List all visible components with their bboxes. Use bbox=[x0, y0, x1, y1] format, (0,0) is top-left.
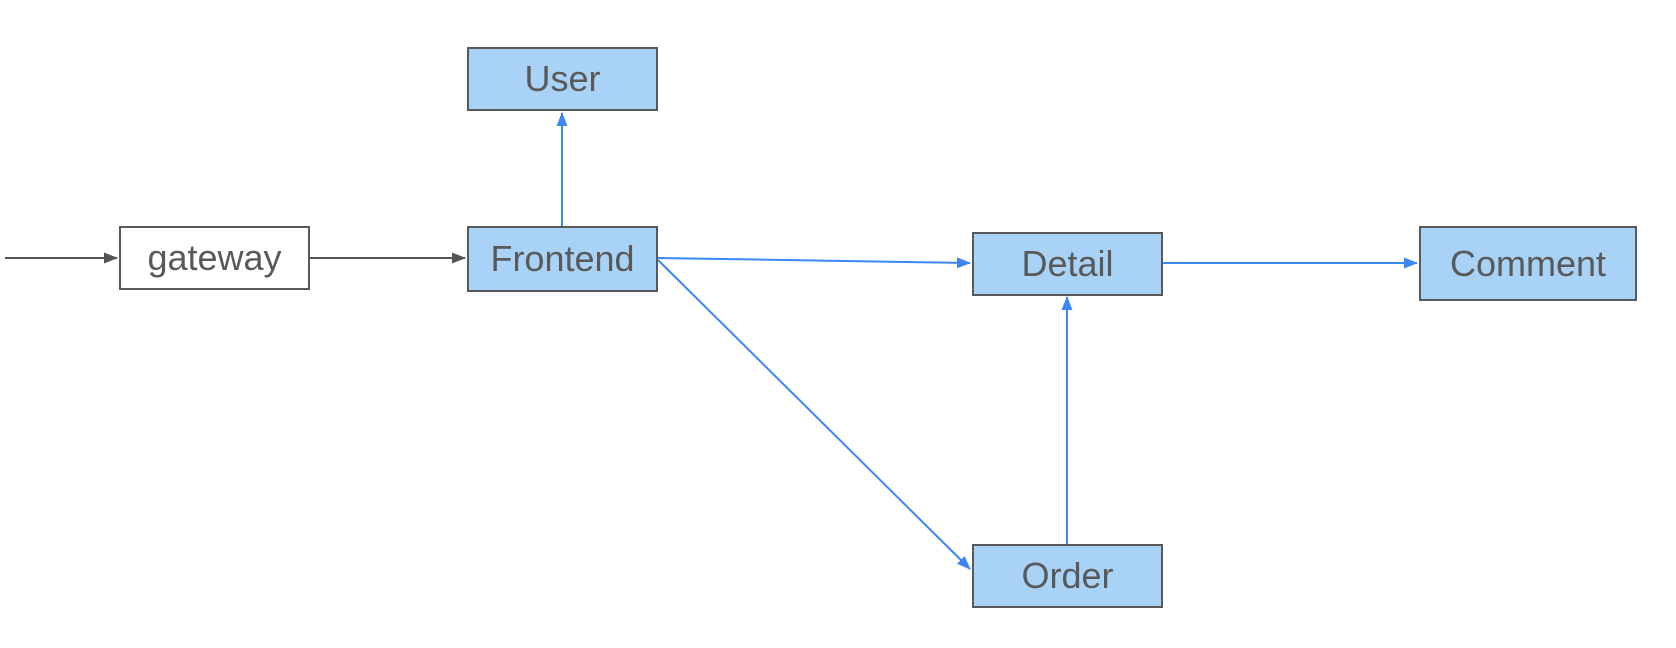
node-order-label: Order bbox=[1021, 555, 1114, 596]
node-detail-label: Detail bbox=[1021, 243, 1114, 284]
node-detail: Detail bbox=[972, 232, 1163, 296]
edge-frontend-to-detail bbox=[657, 257, 971, 269]
node-gateway: gateway bbox=[119, 226, 310, 290]
node-comment: Comment bbox=[1419, 226, 1637, 301]
edge-frontend-to-order bbox=[657, 259, 971, 570]
node-frontend: Frontend bbox=[467, 226, 658, 292]
node-frontend-label: Frontend bbox=[490, 238, 635, 279]
node-user: User bbox=[467, 47, 658, 111]
node-gateway-label: gateway bbox=[147, 237, 282, 278]
node-comment-label: Comment bbox=[1449, 242, 1607, 284]
node-order: Order bbox=[972, 544, 1163, 608]
node-user-label: User bbox=[524, 58, 601, 99]
